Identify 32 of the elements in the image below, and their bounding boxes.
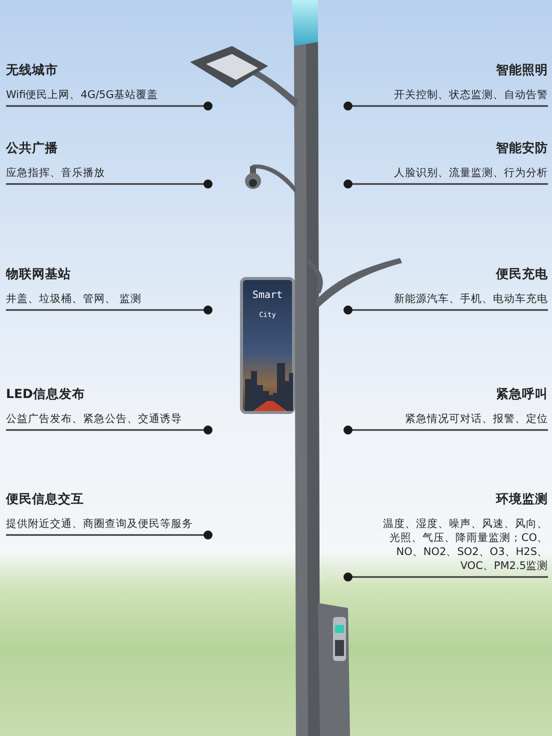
feature-heading: 无线城市	[6, 62, 59, 78]
leader-line	[6, 102, 212, 110]
leader-line	[6, 306, 212, 314]
screen-title: Smart	[252, 290, 283, 301]
feature-description: 公益广告发布、紧急公告、交通诱导	[6, 412, 183, 426]
feature-description: 新能源汽车、手机、电动车充电	[393, 292, 548, 306]
leader-line	[6, 180, 212, 188]
leader-line	[344, 102, 548, 110]
leader-line	[344, 426, 548, 434]
feature-heading: 公共广播	[6, 140, 59, 156]
feature-heading: 便民充电	[494, 266, 548, 282]
feature-description: 井盖、垃圾桶、管网、 监测	[6, 292, 142, 306]
feature-heading: 智能照明	[495, 62, 548, 78]
feature-heading: 紧急呼叫	[495, 386, 548, 402]
display-screen	[240, 277, 295, 414]
feature-heading: 环境监测	[494, 491, 548, 507]
feature-heading: 便民信息交互	[6, 491, 85, 507]
leader-line	[344, 572, 548, 582]
feature-description: 人脸识别、流量监测、行为分析	[393, 166, 548, 180]
leader-line	[6, 530, 212, 540]
feature-description: Wifi便民上网、4G/5G基站覆盖	[6, 88, 159, 102]
leader-line	[344, 180, 548, 188]
leader-line	[6, 426, 212, 434]
feature-description: 紧急情况可对话、报警、定位	[404, 412, 548, 426]
feature-heading: LED信息发布	[6, 386, 86, 402]
feature-heading: 智能安防	[495, 140, 548, 156]
feature-description: 提供附近交通、商圈查询及便民等服务	[6, 517, 194, 531]
feature-description: 温度、湿度、噪声、风速、风向、光照、气压、降雨量监测；CO、NO、NO2、SO2、O3、H2S、VOC、PM2.5监测	[382, 517, 548, 573]
feature-description: 应急指挥、音乐播放	[6, 166, 106, 180]
feature-description: 开关控制、状态监测、自动告警	[393, 88, 548, 102]
feature-heading: 物联网基站	[6, 266, 72, 282]
leader-line	[344, 306, 548, 314]
